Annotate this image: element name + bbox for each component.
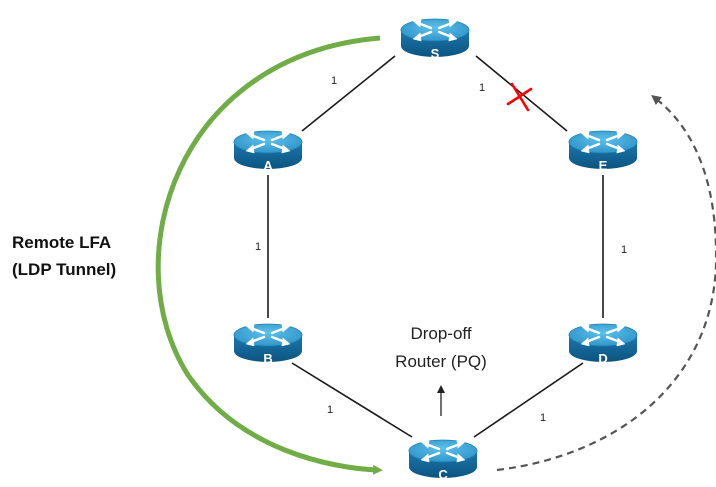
link-s-e bbox=[475, 55, 568, 132]
cost-label-e-d: 1 bbox=[621, 244, 627, 256]
router-label-d: D bbox=[598, 351, 607, 366]
router-s[interactable]: S bbox=[399, 17, 471, 61]
router-e[interactable]: E bbox=[567, 129, 639, 173]
link-b-c bbox=[291, 362, 413, 438]
remote-lfa-label-line2: (LDP Tunnel) bbox=[12, 260, 116, 279]
router-label-e: E bbox=[599, 158, 608, 173]
router-label-s: S bbox=[431, 46, 440, 61]
router-a[interactable]: A bbox=[232, 129, 304, 173]
router-d[interactable]: D bbox=[567, 322, 639, 366]
drop-off-label-line2: Router (PQ) bbox=[395, 352, 487, 371]
router-b[interactable]: B bbox=[232, 322, 304, 366]
router-label-a: A bbox=[263, 158, 273, 173]
backup-path-dashed-arrow bbox=[496, 94, 716, 472]
router-c[interactable]: C bbox=[407, 438, 479, 482]
drop-off-label-line1: Drop-off bbox=[410, 324, 471, 343]
router-label-c: C bbox=[438, 467, 448, 482]
link-s-a bbox=[301, 55, 396, 132]
cost-label-s-a: 1 bbox=[331, 75, 337, 87]
cost-label-b-c: 1 bbox=[327, 404, 333, 416]
cost-label-d-c: 1 bbox=[540, 412, 546, 424]
remote-lfa-tunnel-arrow bbox=[155, 35, 383, 475]
cost-label-s-e: 1 bbox=[479, 82, 485, 94]
cost-label-a-b: 1 bbox=[255, 241, 261, 253]
link-d-c bbox=[473, 362, 584, 438]
remote-lfa-label-line1: Remote LFA bbox=[12, 233, 111, 252]
router-label-b: B bbox=[263, 351, 272, 366]
link-failure-mark bbox=[506, 82, 533, 112]
